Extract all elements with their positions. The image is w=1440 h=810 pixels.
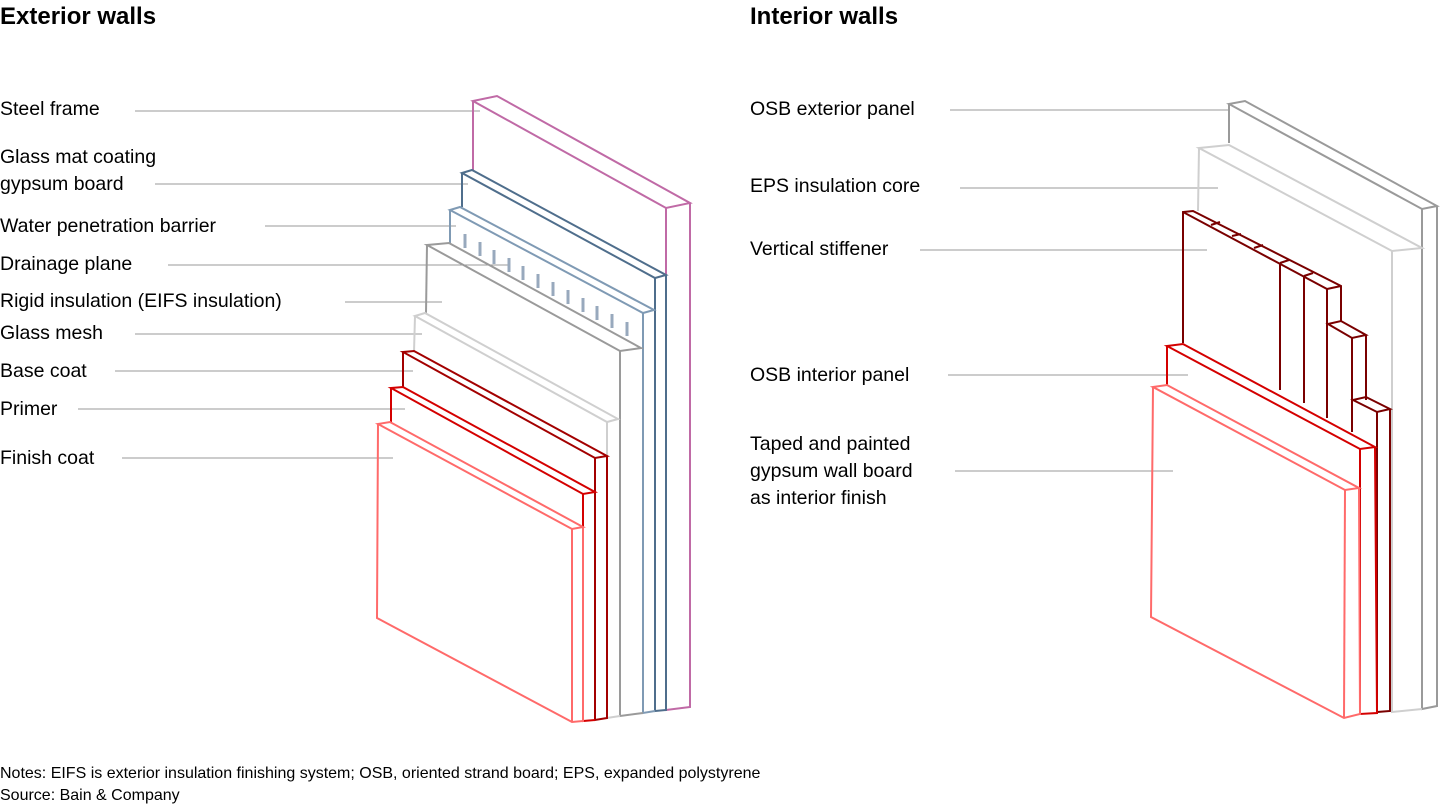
layer-primer [387,385,599,723]
layer-water-barrier [447,205,657,715]
layer-vertical-stiffener [1182,209,1393,714]
label-finish-coat: Finish coat [0,447,95,469]
notes-text: Notes: EIFS is exterior insulation finis… [0,765,761,782]
label-gypsum-line2: gypsum wall board [750,460,913,482]
label-osb-exterior: OSB exterior panel [750,98,915,120]
label-gypsum-line1: Taped and painted [750,433,911,455]
layer-osb-exterior-panel [1226,99,1440,711]
label-rigid-insulation: Rigid insulation (EIFS insulation) [0,290,282,312]
label-glass-mat-line1: Glass mat coating [0,146,157,168]
exterior-leader-lines [78,110,508,459]
label-glass-mesh: Glass mesh [0,322,103,344]
exterior-walls-title: Exterior walls [0,3,157,30]
label-primer: Primer [0,398,58,420]
label-drainage-plane: Drainage plane [0,253,133,275]
label-base-coat: Base coat [0,360,87,382]
layer-finish-coat [374,420,586,724]
label-water-barrier: Water penetration barrier [0,215,217,237]
interior-leader-lines [920,109,1228,472]
label-eps-core: EPS insulation core [750,175,921,197]
label-osb-interior: OSB interior panel [750,364,910,386]
source-text: Source: Bain & Company [0,787,180,804]
interior-walls-title: Interior walls [750,3,899,30]
label-gypsum-line3: as interior finish [750,487,887,509]
layer-glass-mat-board [459,168,669,713]
layer-base-coat [399,349,611,722]
layer-gypsum-board [1149,383,1363,720]
layer-eps-core [1195,143,1426,714]
layer-glass-mesh [412,311,621,720]
label-glass-mat-line2: gypsum board [0,173,124,195]
layer-rigid-insulation [423,241,645,718]
drainage-plane-ribs [463,234,629,336]
label-vertical-stiffener: Vertical stiffener [750,238,889,260]
label-steel-frame: Steel frame [0,98,100,120]
